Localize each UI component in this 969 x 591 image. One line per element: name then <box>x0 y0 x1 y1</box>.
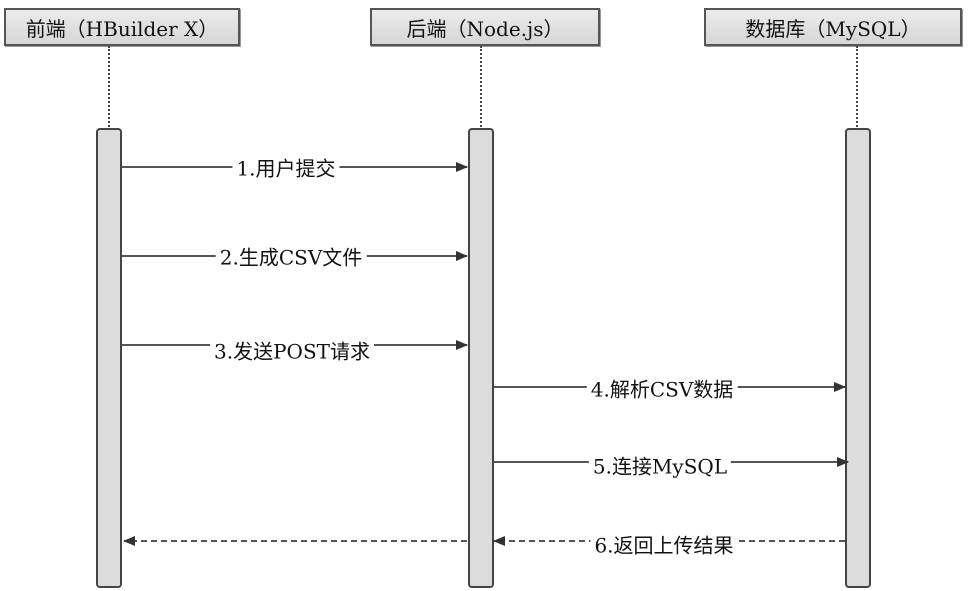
message-label-3: 3.发送POST请求 <box>210 335 374 365</box>
message-label-1: 1.用户提交 <box>232 152 340 182</box>
message-label-6: 6.返回上传结果 <box>590 529 738 559</box>
activation-database <box>845 128 871 588</box>
activation-backend <box>468 128 494 588</box>
actor-database-label: 数据库（MySQL） <box>745 16 921 41</box>
lifeline-backend <box>480 46 482 130</box>
lifeline-database <box>856 46 858 130</box>
actor-database: 数据库（MySQL） <box>704 8 962 46</box>
actor-backend-label: 后端（Node.js） <box>406 16 564 41</box>
activation-frontend <box>96 128 122 588</box>
message-label-4: 4.解析CSV数据 <box>586 373 738 403</box>
actor-frontend: 前端（HBuilder X） <box>4 8 240 46</box>
actor-backend: 后端（Node.js） <box>370 8 600 46</box>
message-label-5: 5.连接MySQL <box>588 450 732 480</box>
actor-frontend-label: 前端（HBuilder X） <box>25 16 219 41</box>
lifeline-frontend <box>108 46 110 130</box>
message-label-2: 2.生成CSV文件 <box>215 241 367 271</box>
